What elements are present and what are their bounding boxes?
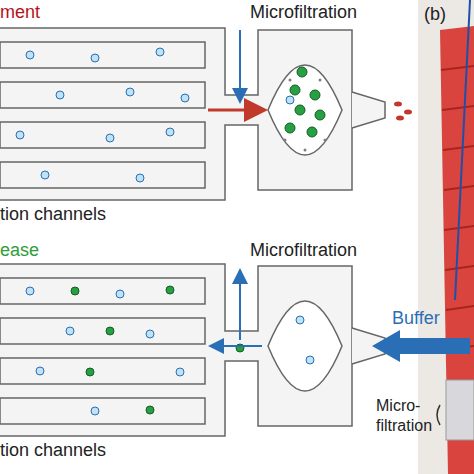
- panel-title: ease: [0, 240, 39, 260]
- flow-label: Buffer: [392, 308, 440, 328]
- panel-title: ment: [0, 2, 40, 22]
- filter-pores: [284, 69, 327, 152]
- photo-background: [418, 0, 474, 474]
- section-label: Microfiltration: [250, 240, 357, 260]
- part-label: Micro- filtration: [376, 396, 438, 436]
- blue-particles: [26, 287, 314, 415]
- flow-arrow: [239, 272, 241, 340]
- blue-particles: [16, 48, 294, 182]
- green-particles: [285, 67, 325, 137]
- green-particles: [71, 286, 244, 414]
- bracket: [437, 405, 440, 425]
- filter-holder: [446, 380, 474, 440]
- section-label: tion channels: [0, 204, 106, 224]
- panel-letter: (b): [424, 4, 446, 24]
- flow-arrow: [212, 345, 262, 347]
- section-label: tion channels: [0, 440, 106, 460]
- tubing: [455, 0, 470, 300]
- buffer-arrow: [372, 330, 470, 362]
- release-schematic: [0, 264, 385, 436]
- flow-arrow: [239, 30, 241, 100]
- device-ridges: [441, 66, 474, 350]
- section-label: Microfiltration: [250, 2, 357, 22]
- flow-arrow: [208, 109, 262, 112]
- enrichment-schematic: [0, 28, 385, 200]
- red-cells: [394, 102, 412, 121]
